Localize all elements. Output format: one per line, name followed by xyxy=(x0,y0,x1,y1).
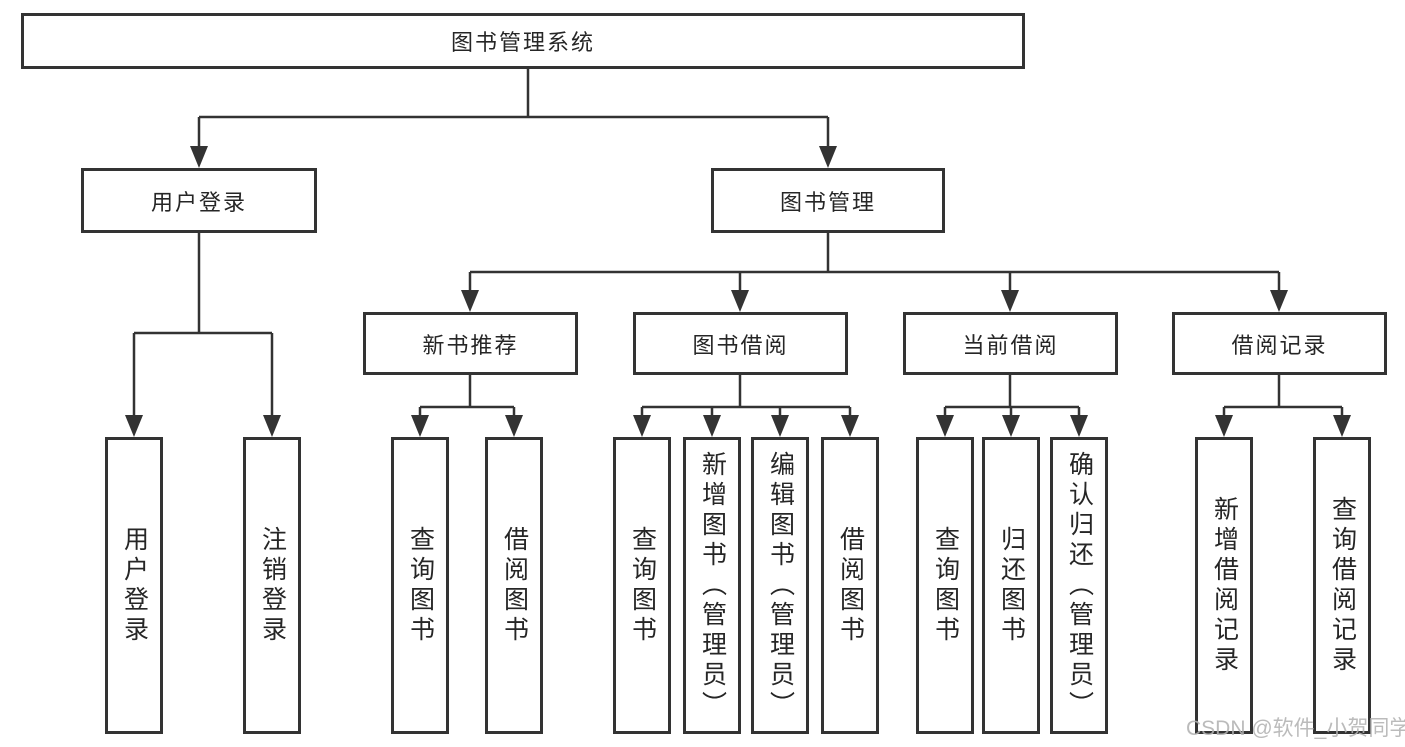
leaf-label: 查询图书 xyxy=(931,525,960,646)
node-leaf-add-borrow-record: 新增借阅记录 xyxy=(1195,437,1253,734)
node-user-login-label: 用户登录 xyxy=(150,189,247,215)
connector-user-login-branch xyxy=(125,233,281,437)
node-leaf-logout: 注销登录 xyxy=(243,437,301,734)
leaf-label: 新增借阅记录 xyxy=(1210,495,1239,676)
node-leaf-edit-book-admin: 编辑图书（管理员） xyxy=(751,437,809,734)
node-root: 图书管理系统 xyxy=(21,13,1025,69)
leaf-label: 借阅图书 xyxy=(500,525,529,646)
connector-borrow-records-branch xyxy=(1215,375,1351,437)
csdn-watermark: CSDN @软件_小贺同学 xyxy=(1186,717,1405,740)
node-leaf-add-book-admin: 新增图书（管理员） xyxy=(683,437,741,734)
node-current-borrow-label: 当前借阅 xyxy=(962,332,1059,358)
node-book-borrow: 图书借阅 xyxy=(633,312,848,375)
leaf-label: 归还图书 xyxy=(997,525,1026,646)
leaf-label: 新增图书（管理员） xyxy=(698,450,727,721)
node-leaf-search-book-recommend: 查询图书 xyxy=(391,437,449,734)
leaf-label: 确认归还（管理员） xyxy=(1065,450,1094,721)
node-borrow-records-label: 借阅记录 xyxy=(1231,332,1328,358)
node-leaf-borrow-book: 借阅图书 xyxy=(821,437,879,734)
node-leaf-confirm-return-admin: 确认归还（管理员） xyxy=(1050,437,1108,734)
leaf-label: 用户登录 xyxy=(120,525,149,646)
leaf-label: 查询图书 xyxy=(406,525,435,646)
leaf-label: 借阅图书 xyxy=(836,525,865,646)
connector-current-borrow-branch xyxy=(936,375,1088,437)
node-root-label: 图书管理系统 xyxy=(450,30,595,55)
node-leaf-borrow-book-recommend: 借阅图书 xyxy=(485,437,543,734)
node-leaf-search-book-borrow: 查询图书 xyxy=(613,437,671,734)
node-user-login: 用户登录 xyxy=(81,168,317,233)
connector-new-book-branch xyxy=(411,375,523,437)
connector-book-borrow-branch xyxy=(633,375,859,437)
node-book-borrow-label: 图书借阅 xyxy=(692,332,789,358)
node-leaf-search-book-current: 查询图书 xyxy=(916,437,974,734)
node-leaf-user-login: 用户登录 xyxy=(105,437,163,734)
leaf-label: 查询借阅记录 xyxy=(1328,495,1357,676)
node-leaf-return-book: 归还图书 xyxy=(982,437,1040,734)
node-book-management: 图书管理 xyxy=(711,168,945,233)
node-new-book-recommend: 新书推荐 xyxy=(363,312,578,375)
node-leaf-search-borrow-record: 查询借阅记录 xyxy=(1313,437,1371,734)
leaf-label: 注销登录 xyxy=(258,525,287,646)
node-book-management-label: 图书管理 xyxy=(779,189,876,215)
leaf-label: 查询图书 xyxy=(628,525,657,646)
connector-root-to-level2 xyxy=(190,69,837,168)
node-borrow-records: 借阅记录 xyxy=(1172,312,1387,375)
node-new-book-recommend-label: 新书推荐 xyxy=(422,332,519,358)
node-current-borrow: 当前借阅 xyxy=(903,312,1118,375)
connector-book-management-to-level3 xyxy=(461,233,1288,312)
leaf-label: 编辑图书（管理员） xyxy=(766,450,795,721)
